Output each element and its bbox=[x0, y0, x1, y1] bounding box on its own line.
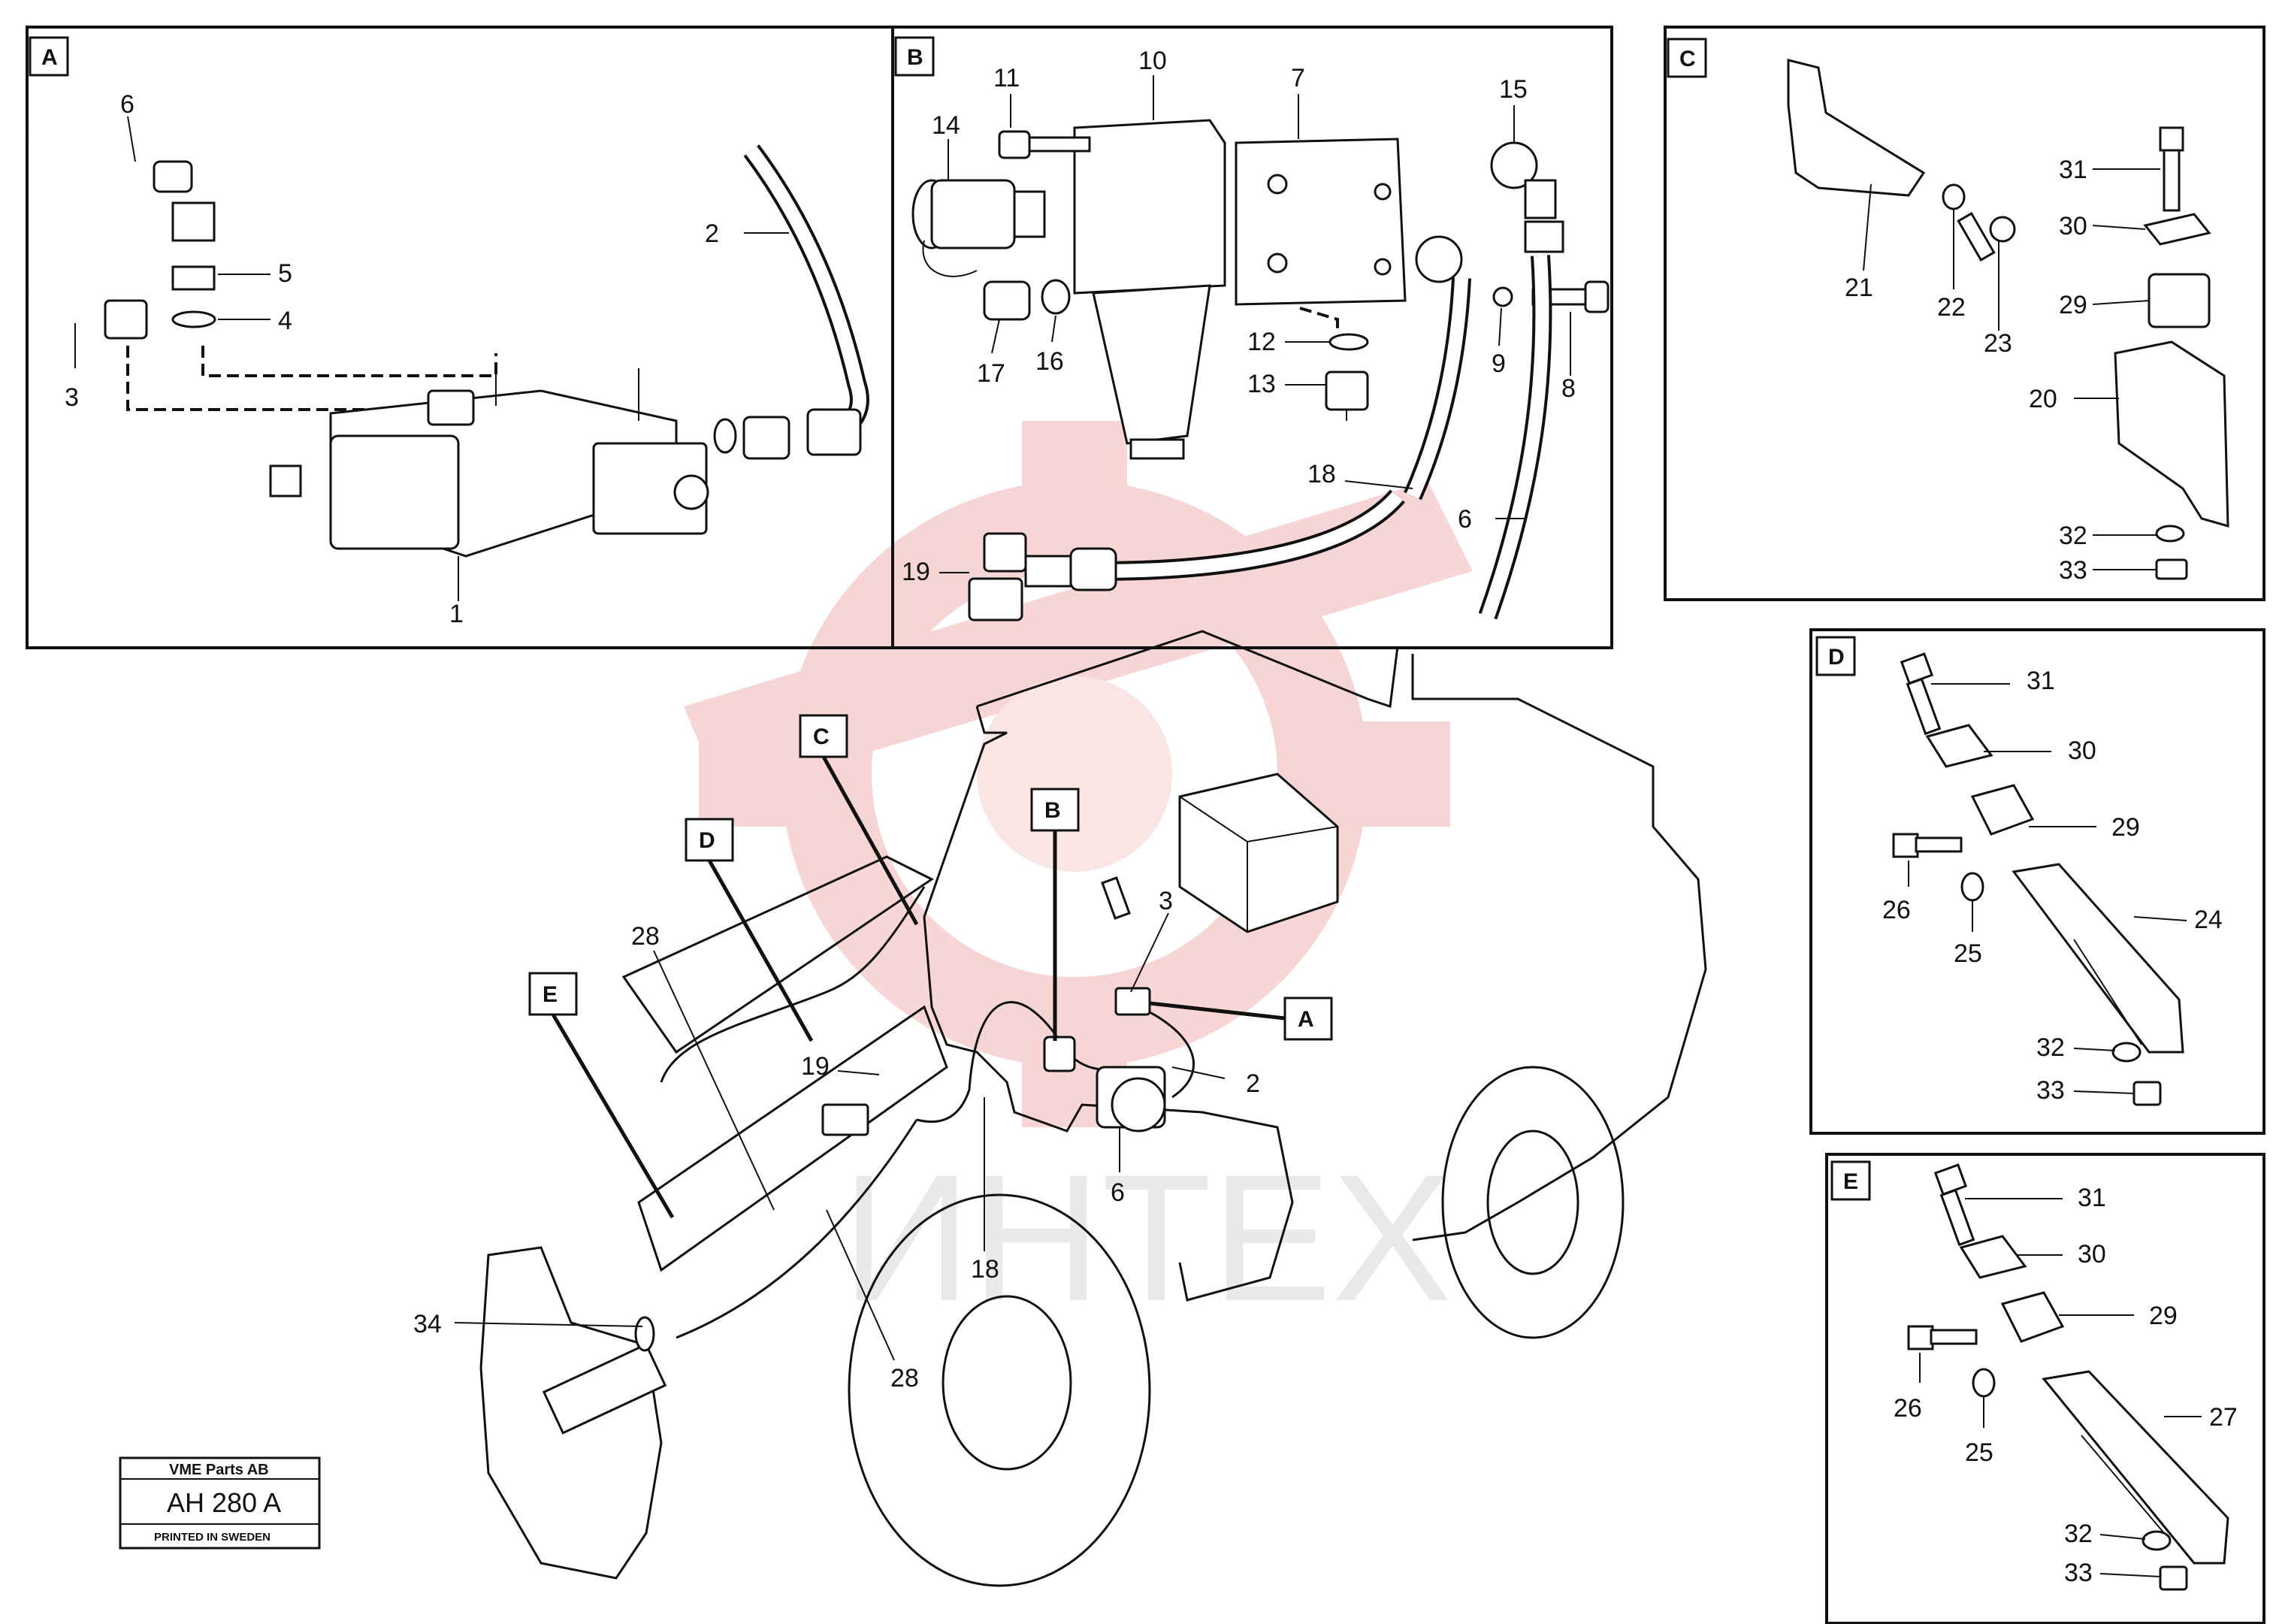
panel-c-label-29: 29 bbox=[2059, 291, 2087, 319]
panel-a-label-4: 4 bbox=[278, 307, 292, 335]
machine-label-28-top: 28 bbox=[631, 922, 660, 951]
machine-callout-e: E bbox=[543, 982, 558, 1007]
panel-a-label-5: 5 bbox=[278, 259, 292, 288]
panel-a-label-6: 6 bbox=[120, 90, 135, 119]
panel-b-label-6: 6 bbox=[1458, 505, 1472, 534]
title-stamp: VME Parts AB AH 280 A PRINTED IN SWEDEN bbox=[119, 1456, 321, 1550]
stamp-code: AH 280 A bbox=[167, 1487, 281, 1518]
machine-label-3: 3 bbox=[1159, 887, 1173, 915]
panel-b-label-11: 11 bbox=[993, 64, 1020, 92]
panel-b-label-7: 7 bbox=[1291, 64, 1305, 92]
machine-label-2: 2 bbox=[1246, 1069, 1260, 1098]
panel-c-letter: C bbox=[1679, 47, 1696, 71]
panel-e-label-32: 32 bbox=[2064, 1520, 2093, 1548]
panel-d-label-30: 30 bbox=[2068, 736, 2096, 765]
panel-c: C 31 30 29 21 22 23 20 32 bbox=[1664, 26, 2265, 601]
machine-label-6: 6 bbox=[1111, 1178, 1125, 1207]
watermark-text: ИНТЕХ bbox=[842, 1137, 1452, 1338]
panel-d-label-31: 31 bbox=[2027, 667, 2055, 695]
panel-d-label-26: 26 bbox=[1882, 896, 1911, 924]
machine-drawing: C B D E A 28 3 19 2 18 6 34 28 bbox=[413, 630, 1707, 1587]
panel-e-label-31: 31 bbox=[2078, 1184, 2106, 1212]
panel-a-label-3: 3 bbox=[65, 383, 79, 412]
panel-e-label-33: 33 bbox=[2064, 1559, 2093, 1587]
panel-c-label-31: 31 bbox=[2059, 156, 2087, 184]
machine-callout-d: D bbox=[699, 828, 715, 853]
panel-e-label-26: 26 bbox=[1894, 1394, 1922, 1423]
panel-e-letter: E bbox=[1843, 1169, 1858, 1194]
panel-e-label-25: 25 bbox=[1965, 1438, 1993, 1467]
panel-c-label-21: 21 bbox=[1845, 274, 1873, 302]
panel-b-label-13: 13 bbox=[1247, 370, 1276, 398]
stamp-company: VME Parts AB bbox=[169, 1462, 269, 1478]
machine-callout-b: B bbox=[1044, 798, 1061, 823]
panel-b-label-10: 10 bbox=[1138, 47, 1167, 75]
panel-c-label-32: 32 bbox=[2059, 522, 2087, 550]
panel-d: D 31 30 29 26 25 24 32 33 bbox=[1809, 628, 2265, 1135]
machine-label-34: 34 bbox=[413, 1310, 442, 1338]
panel-a-label-1: 1 bbox=[449, 600, 464, 628]
panel-b-label-18: 18 bbox=[1307, 460, 1336, 488]
machine-label-28-bottom: 28 bbox=[890, 1364, 919, 1393]
panel-b-label-16: 16 bbox=[1035, 347, 1064, 376]
panel-e: E 31 30 29 26 25 27 32 33 bbox=[1825, 1153, 2265, 1624]
panel-e-label-29: 29 bbox=[2149, 1302, 2178, 1330]
stamp-printed: PRINTED IN SWEDEN bbox=[154, 1531, 271, 1544]
panel-d-label-32: 32 bbox=[2036, 1033, 2065, 1062]
panel-b-label-19: 19 bbox=[902, 558, 930, 586]
panel-e-label-30: 30 bbox=[2078, 1240, 2106, 1269]
panel-b-label-8: 8 bbox=[1561, 374, 1576, 403]
panel-b-letter: B bbox=[907, 45, 923, 70]
panel-a: A 6 5 bbox=[26, 26, 894, 649]
panel-b: B bbox=[891, 26, 1613, 649]
panel-e-label-27: 27 bbox=[2209, 1403, 2238, 1432]
panel-b-label-14: 14 bbox=[932, 111, 960, 140]
panel-d-label-24: 24 bbox=[2194, 906, 2223, 934]
panel-c-label-33: 33 bbox=[2059, 556, 2087, 585]
panel-a-label-2: 2 bbox=[705, 219, 719, 248]
panel-b-label-15: 15 bbox=[1499, 75, 1528, 104]
panel-b-label-17: 17 bbox=[977, 359, 1005, 388]
panel-d-label-33: 33 bbox=[2036, 1076, 2065, 1105]
panel-c-label-30: 30 bbox=[2059, 212, 2087, 240]
panel-c-label-22: 22 bbox=[1937, 293, 1966, 322]
panel-d-letter: D bbox=[1828, 645, 1845, 670]
panel-d-label-25: 25 bbox=[1954, 939, 1982, 968]
panel-a-letter: A bbox=[41, 45, 58, 70]
machine-label-18: 18 bbox=[971, 1255, 999, 1284]
panel-b-label-12: 12 bbox=[1247, 328, 1276, 356]
machine-callout-a: A bbox=[1298, 1007, 1314, 1032]
panel-c-label-20: 20 bbox=[2029, 385, 2057, 413]
panel-d-label-29: 29 bbox=[2111, 813, 2140, 842]
machine-label-19: 19 bbox=[801, 1052, 830, 1081]
panel-c-label-23: 23 bbox=[1984, 329, 2012, 358]
panel-b-label-9: 9 bbox=[1492, 349, 1506, 378]
machine-callout-c: C bbox=[813, 724, 830, 749]
